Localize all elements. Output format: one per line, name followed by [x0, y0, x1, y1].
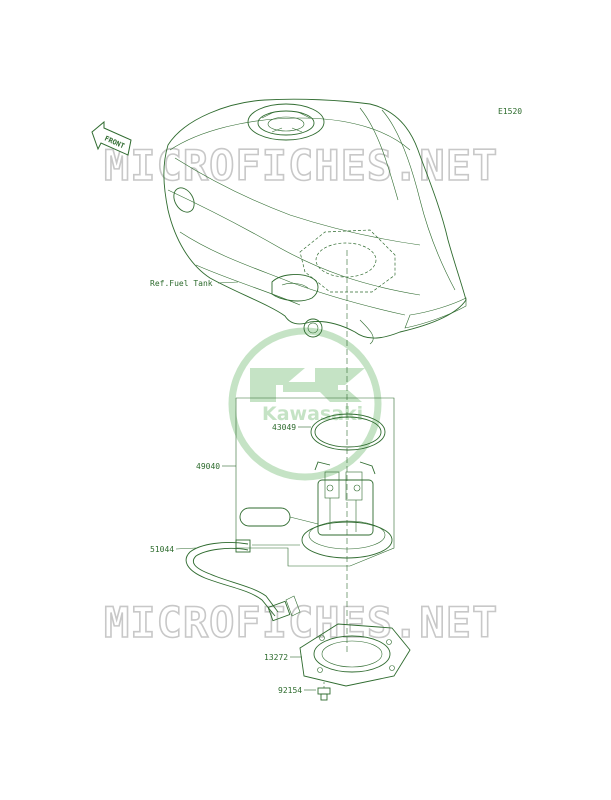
diagram-code: E1520: [498, 107, 522, 116]
callout-ref-fuel-tank: Ref.Fuel Tank: [150, 279, 213, 288]
fuel-tank: [163, 98, 467, 345]
gasket-43049: [310, 413, 386, 451]
callout-51044: 51044: [150, 545, 174, 554]
logo-text: Kawasaki: [262, 403, 363, 425]
kawasaki-logo: Kawasaki: [228, 327, 382, 481]
front-arrow-icon: FRONT: [91, 120, 132, 156]
watermark-bottom: MICROFICHES.NET: [104, 598, 498, 647]
bolt-92154: [317, 682, 331, 701]
plate-13272: [299, 623, 411, 687]
callout-13272: 13272: [264, 653, 288, 662]
callout-92154: 92154: [278, 686, 302, 695]
callout-43049: 43049: [272, 423, 296, 432]
callout-49040: 49040: [196, 462, 220, 471]
fuel-hose-51044: [185, 539, 301, 622]
fuel-pump-49040: [239, 461, 393, 559]
watermark-top: MICROFICHES.NET: [104, 141, 498, 190]
